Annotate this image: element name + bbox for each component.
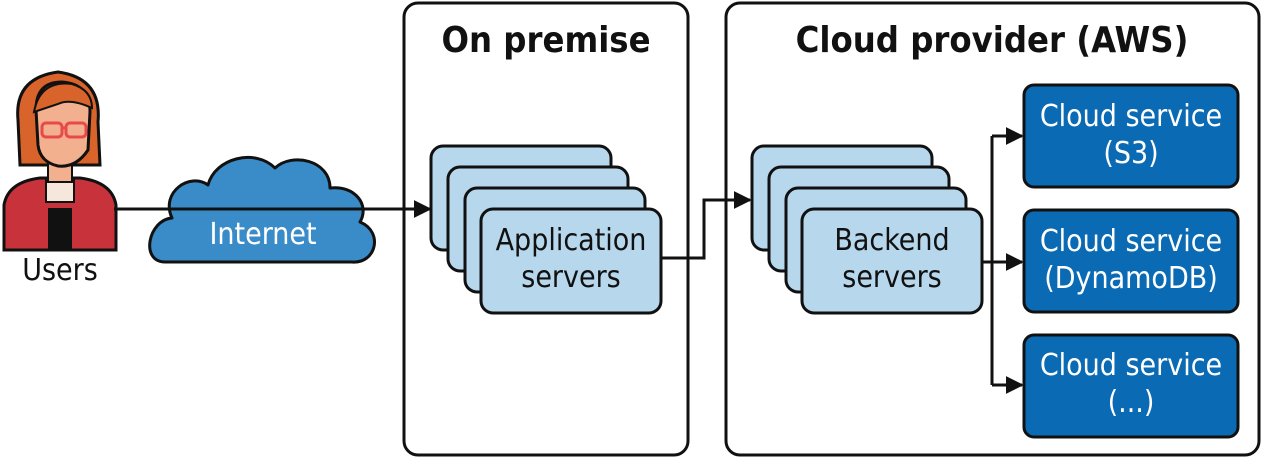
backend-servers-label-line1: Backend — [834, 223, 949, 258]
users-label: Users — [22, 253, 98, 288]
cloud-service-other-line2: (...) — [1108, 385, 1155, 420]
glasses-icon — [40, 121, 88, 139]
cloud-service-s3: Cloud service (S3) — [1022, 83, 1240, 189]
cloud-service-dynamodb: Cloud service (DynamoDB) — [1022, 208, 1240, 314]
backend-servers-label-line2: servers — [842, 260, 942, 295]
cloud-provider-box — [724, 1, 1261, 457]
cloud-service-other: Cloud service (...) — [1022, 333, 1240, 439]
internet-label: Internet — [209, 217, 316, 252]
cloud-service-s3-line2: (S3) — [1103, 136, 1158, 171]
cloud-service-s3-line1: Cloud service — [1040, 99, 1222, 134]
application-servers-label-line2: servers — [521, 260, 621, 295]
users-icon — [2, 70, 118, 252]
on-premise-title: On premise — [441, 20, 650, 61]
cloud-provider-title: Cloud provider (AWS) — [796, 20, 1189, 61]
app-to-backend-arrow — [661, 191, 752, 260]
application-servers-label-line1: Application — [496, 223, 647, 258]
backend-servers-stack — [750, 144, 984, 315]
cloud-service-dynamodb-line2: (DynamoDB) — [1044, 261, 1218, 296]
on-premise-box — [402, 1, 690, 457]
cloud-service-other-line1: Cloud service — [1040, 348, 1222, 383]
application-servers-stack — [429, 144, 663, 315]
cloud-service-dynamodb-line1: Cloud service — [1040, 224, 1222, 259]
backend-to-services-connectors — [982, 127, 1024, 394]
